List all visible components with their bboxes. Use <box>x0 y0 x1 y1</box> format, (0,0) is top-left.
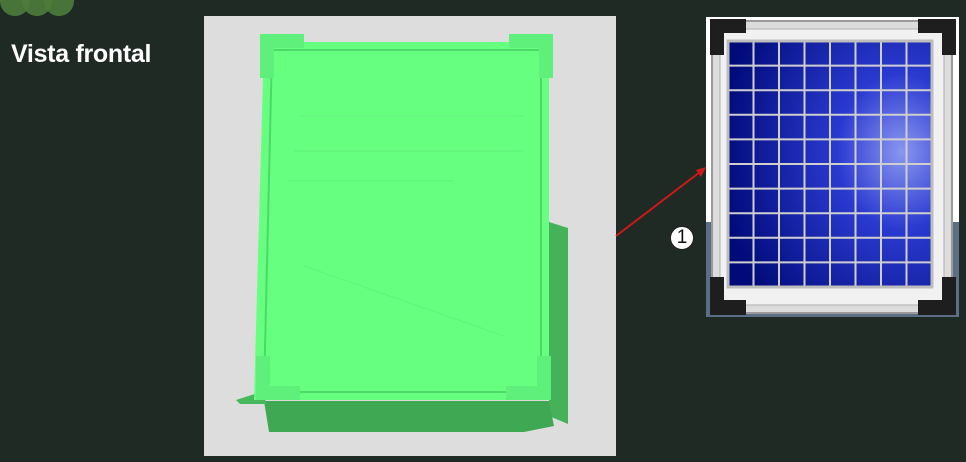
model-side-box <box>549 222 568 424</box>
model-corner-bracket <box>256 356 270 400</box>
solar-panel-3d-model <box>236 34 568 432</box>
frame-corner-brackets <box>710 19 956 315</box>
cell-grid <box>728 41 932 287</box>
logo-circle <box>44 0 74 16</box>
brand-logo <box>0 0 90 16</box>
model-corner-bracket <box>539 34 553 78</box>
page-title: Vista frontal <box>11 40 152 68</box>
model-corner-bracket <box>537 356 551 400</box>
model-corner-bracket <box>260 34 274 78</box>
solar-panel-photo <box>706 17 959 317</box>
model-panel-body <box>254 42 549 400</box>
callout-number-badge: 1 <box>670 226 694 250</box>
model-bottom-edge <box>264 401 554 432</box>
model-render-viewport[interactable] <box>204 16 616 456</box>
